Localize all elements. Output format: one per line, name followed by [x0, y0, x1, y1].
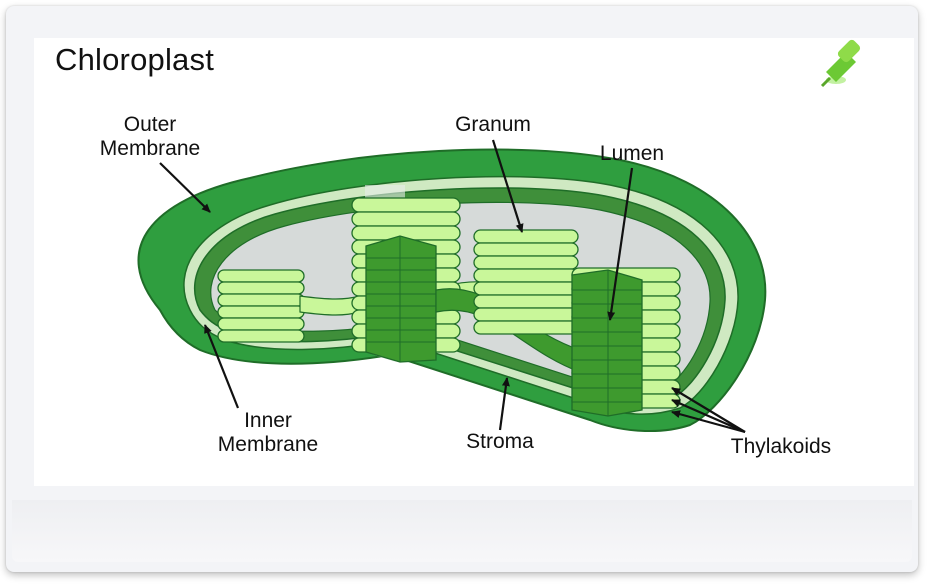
pushpin-icon	[820, 39, 861, 88]
arrow-thylakoid-1	[671, 387, 746, 433]
granum-center	[351, 197, 461, 363]
label-outer-membrane-1: Outer	[124, 113, 177, 136]
granum-right	[473, 229, 579, 335]
pointer-arrows	[159, 139, 746, 434]
arrow-stroma	[498, 377, 510, 431]
granum-left	[217, 269, 305, 343]
arrow-outer-membrane	[159, 162, 211, 213]
arrow-thylakoid-3	[671, 410, 746, 434]
arrow-inner-membrane	[203, 324, 240, 409]
granum-cut	[571, 267, 681, 417]
label-lumen: Lumen	[600, 142, 664, 165]
label-outer-membrane-2: Membrane	[100, 137, 200, 160]
label-inner-membrane-2: Membrane	[218, 433, 318, 456]
diagram-title: Chloroplast	[55, 42, 215, 77]
arrow-lumen	[607, 167, 634, 321]
label-thylakoids: Thylakoids	[731, 435, 831, 458]
arrow-thylakoid-2	[671, 398, 746, 434]
label-inner-membrane-1: Inner	[244, 409, 292, 432]
label-granum: Granum	[455, 113, 531, 136]
arrow-granum	[491, 139, 524, 233]
label-stroma: Stroma	[466, 430, 534, 453]
frame-footer	[12, 500, 912, 562]
